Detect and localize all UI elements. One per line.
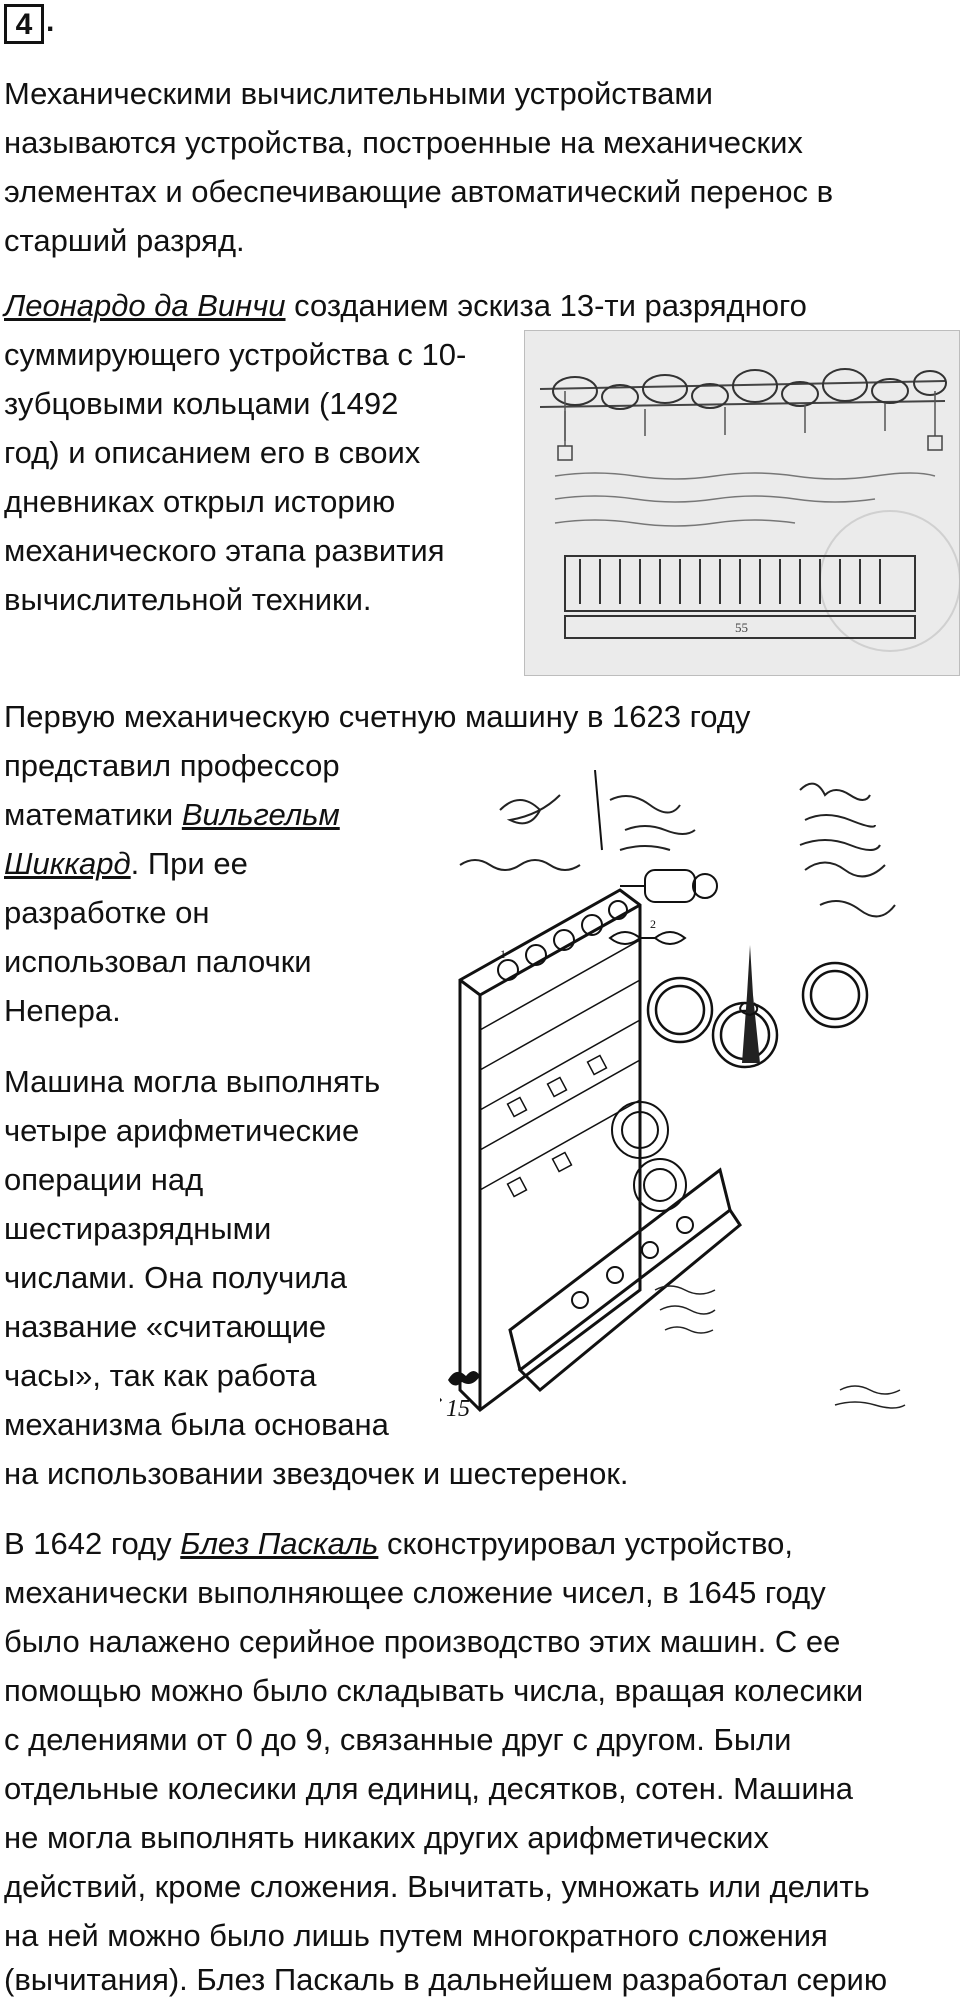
p2-line-1: Леонардо да Винчи созданием эскиза 13-ти… xyxy=(4,281,807,330)
page-label-drawing: 15 xyxy=(446,1371,480,1422)
p4-line-4: шестиразрядными xyxy=(4,1211,272,1246)
p2-line-2: суммирующего устройства с 10- xyxy=(4,337,467,372)
p4-line-2: четыре арифметические xyxy=(4,1113,360,1148)
needle-drawing xyxy=(739,945,760,1063)
leonardo-scale-label: 55 xyxy=(735,620,748,635)
p5-line-8: действий, кроме сложения. Вычитать, умно… xyxy=(4,1869,870,1904)
p3-line-4: Шиккард. При ее xyxy=(4,839,248,888)
p4-line-5: числами. Она получила xyxy=(4,1260,347,1295)
p5-line-10: (вычитания). Блез Паскаль в дальнейшем р… xyxy=(4,1962,888,1997)
p1-line-1: Механическими вычислительными устройства… xyxy=(4,76,713,111)
p3-line-3-pre: математики xyxy=(4,797,182,832)
p4-line-1: Машина могла выполнять xyxy=(4,1064,381,1099)
p5-line-1-pre: В 1642 году xyxy=(4,1526,181,1561)
p5-line-4: помощью можно было складывать числа, вра… xyxy=(4,1673,864,1708)
p4-line-3: операции над xyxy=(4,1162,204,1197)
schickard-page-label: 15 xyxy=(446,1396,470,1422)
p3-line-2: представил профессор xyxy=(4,748,340,783)
p5-line-7: не могла выполнять никаких других арифме… xyxy=(4,1820,769,1855)
leonardo-sketch-drawing: 55 xyxy=(525,331,960,675)
schickard-link-part-2[interactable]: Шиккард xyxy=(4,846,131,881)
p1-line-4: старший разряд. xyxy=(4,223,245,258)
p2-line-4: год) и описанием его в своих xyxy=(4,435,421,470)
p3-line-6: использовал палочки xyxy=(4,944,312,979)
p1-line-3: элементах и обеспечивающие автоматически… xyxy=(4,174,834,209)
p2-line-7: вычислительной техники. xyxy=(4,582,372,617)
p1-line-2: называются устройства, построенные на ме… xyxy=(4,125,803,160)
p5-line-9: на ней можно было лишь путем многократно… xyxy=(4,1918,828,1953)
p2-line-6: механического этапа развития xyxy=(4,533,445,568)
p5-line-5: с делениями от 0 до 9, связанные друг с … xyxy=(4,1722,792,1757)
schickard-tick-2: 2 xyxy=(650,917,656,931)
p5-line-3: было налажено серийное производство этих… xyxy=(4,1624,841,1659)
p4-line-8: механизма была основана xyxy=(4,1407,389,1442)
p5-line-1-rest: сконструировал устройство, xyxy=(378,1526,794,1561)
pascal-link[interactable]: Блез Паскаль xyxy=(180,1526,379,1561)
schickard-tick-1: 1 xyxy=(500,947,506,961)
p4-line-6: название «считающие xyxy=(4,1309,327,1344)
task-number-dot: . xyxy=(46,5,55,38)
p5-line-1: В 1642 году Блез Паскаль сконструировал … xyxy=(4,1519,793,1568)
p4-line-7: часы», так как работа xyxy=(4,1358,317,1393)
p2-line-1-rest: созданием эскиза 13-ти разрядного xyxy=(285,288,807,323)
p3-line-5: разработке он xyxy=(4,895,210,930)
schickard-sketch-drawing: 1 2 xyxy=(417,729,906,1412)
schickard-link-part-1[interactable]: Вильгельм xyxy=(181,797,340,832)
task-number: 4 xyxy=(4,4,44,44)
leonardo-link[interactable]: Леонардо да Винчи xyxy=(4,288,286,323)
p5-line-6: отдельные колесики для единиц, десятков,… xyxy=(4,1771,854,1806)
leonardo-sketch-image: 55 xyxy=(524,330,960,676)
p3-line-7: Непера. xyxy=(4,993,121,1028)
p4-line-9: на использовании звездочек и шестеренок. xyxy=(4,1456,629,1491)
p3-line-3: математики Вильгельм xyxy=(4,790,340,839)
p2-line-3: зубцовыми кольцами (1492 xyxy=(4,386,399,421)
p2-line-5: дневниках открыл историю xyxy=(4,484,396,519)
p5-line-2: механически выполняющее сложение чисел, … xyxy=(4,1575,826,1610)
schickard-sketch-image: 1 2 xyxy=(417,729,940,1430)
p3-line-1: Первую механическую счетную машину в 162… xyxy=(4,699,751,734)
p3-line-4-rest: . При ее xyxy=(130,846,248,881)
